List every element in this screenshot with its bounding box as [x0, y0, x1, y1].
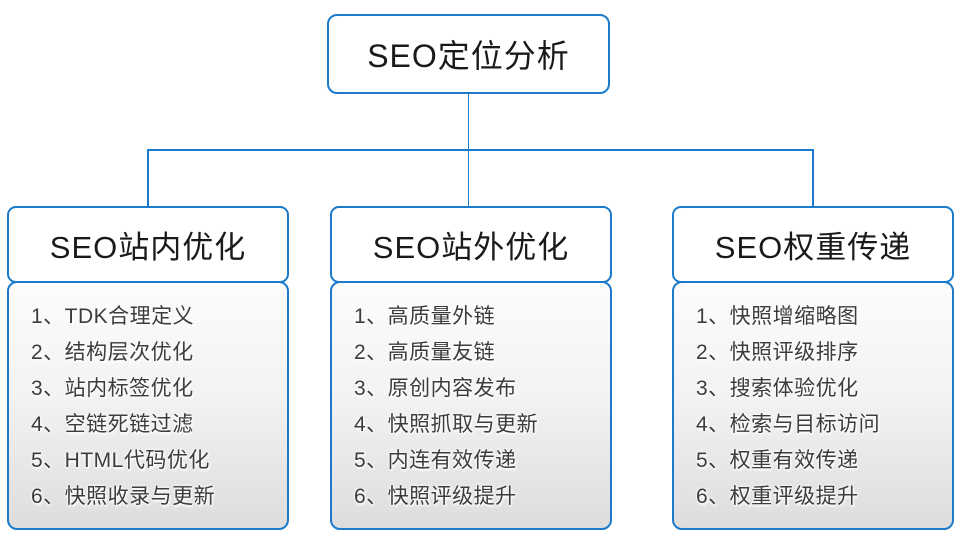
- column-offsite-optimization: SEO站外优化 1、高质量外链 2、高质量友链 3、原创内容发布 4、快照抓取与…: [330, 206, 612, 530]
- list-item: 3、原创内容发布: [354, 377, 517, 400]
- list-item: 2、高质量友链: [354, 341, 496, 364]
- column-list: 1、TDK合理定义 2、结构层次优化 3、站内标签优化 4、空链死链过滤 5、H…: [7, 281, 289, 530]
- list-item: 1、高质量外链: [354, 305, 496, 328]
- list-item: 5、HTML代码优化: [31, 449, 210, 472]
- root-node: SEO定位分析: [327, 14, 610, 94]
- column-list: 1、快照增缩略图 2、快照评级排序 3、搜索体验优化 4、检索与目标访问 5、权…: [672, 281, 954, 530]
- list-item: 6、快照收录与更新: [31, 485, 216, 508]
- list-item: 3、搜索体验优化: [696, 377, 859, 400]
- column-list: 1、高质量外链 2、高质量友链 3、原创内容发布 4、快照抓取与更新 5、内连有…: [330, 281, 612, 530]
- connector-horizontal: [147, 149, 813, 151]
- column-header: SEO站外优化: [330, 206, 612, 283]
- list-item: 5、权重有效传递: [696, 449, 859, 472]
- list-item: 4、检索与目标访问: [696, 413, 881, 436]
- list-item: 5、内连有效传递: [354, 449, 517, 472]
- column-header: SEO权重传递: [672, 206, 954, 283]
- list-item: 4、空链死链过滤: [31, 413, 194, 436]
- column-header: SEO站内优化: [7, 206, 289, 283]
- list-item: 4、快照抓取与更新: [354, 413, 539, 436]
- column-weight-transfer: SEO权重传递 1、快照增缩略图 2、快照评级排序 3、搜索体验优化 4、检索与…: [672, 206, 954, 530]
- root-node-label: SEO定位分析: [367, 38, 570, 74]
- connector-left-vertical: [147, 149, 149, 207]
- column-title: SEO权重传递: [714, 230, 912, 265]
- list-item: 2、快照评级排序: [696, 341, 859, 364]
- connector-right-vertical: [812, 149, 814, 207]
- column-title: SEO站外优化: [372, 230, 570, 265]
- list-item: 1、TDK合理定义: [31, 305, 195, 328]
- list-item: 6、快照评级提升: [354, 485, 517, 508]
- column-title: SEO站内优化: [49, 230, 247, 265]
- list-item: 3、站内标签优化: [31, 377, 194, 400]
- list-item: 6、权重评级提升: [696, 485, 859, 508]
- list-item: 1、快照增缩略图: [696, 305, 859, 328]
- column-onsite-optimization: SEO站内优化 1、TDK合理定义 2、结构层次优化 3、站内标签优化 4、空链…: [7, 206, 289, 530]
- list-item: 2、结构层次优化: [31, 341, 194, 364]
